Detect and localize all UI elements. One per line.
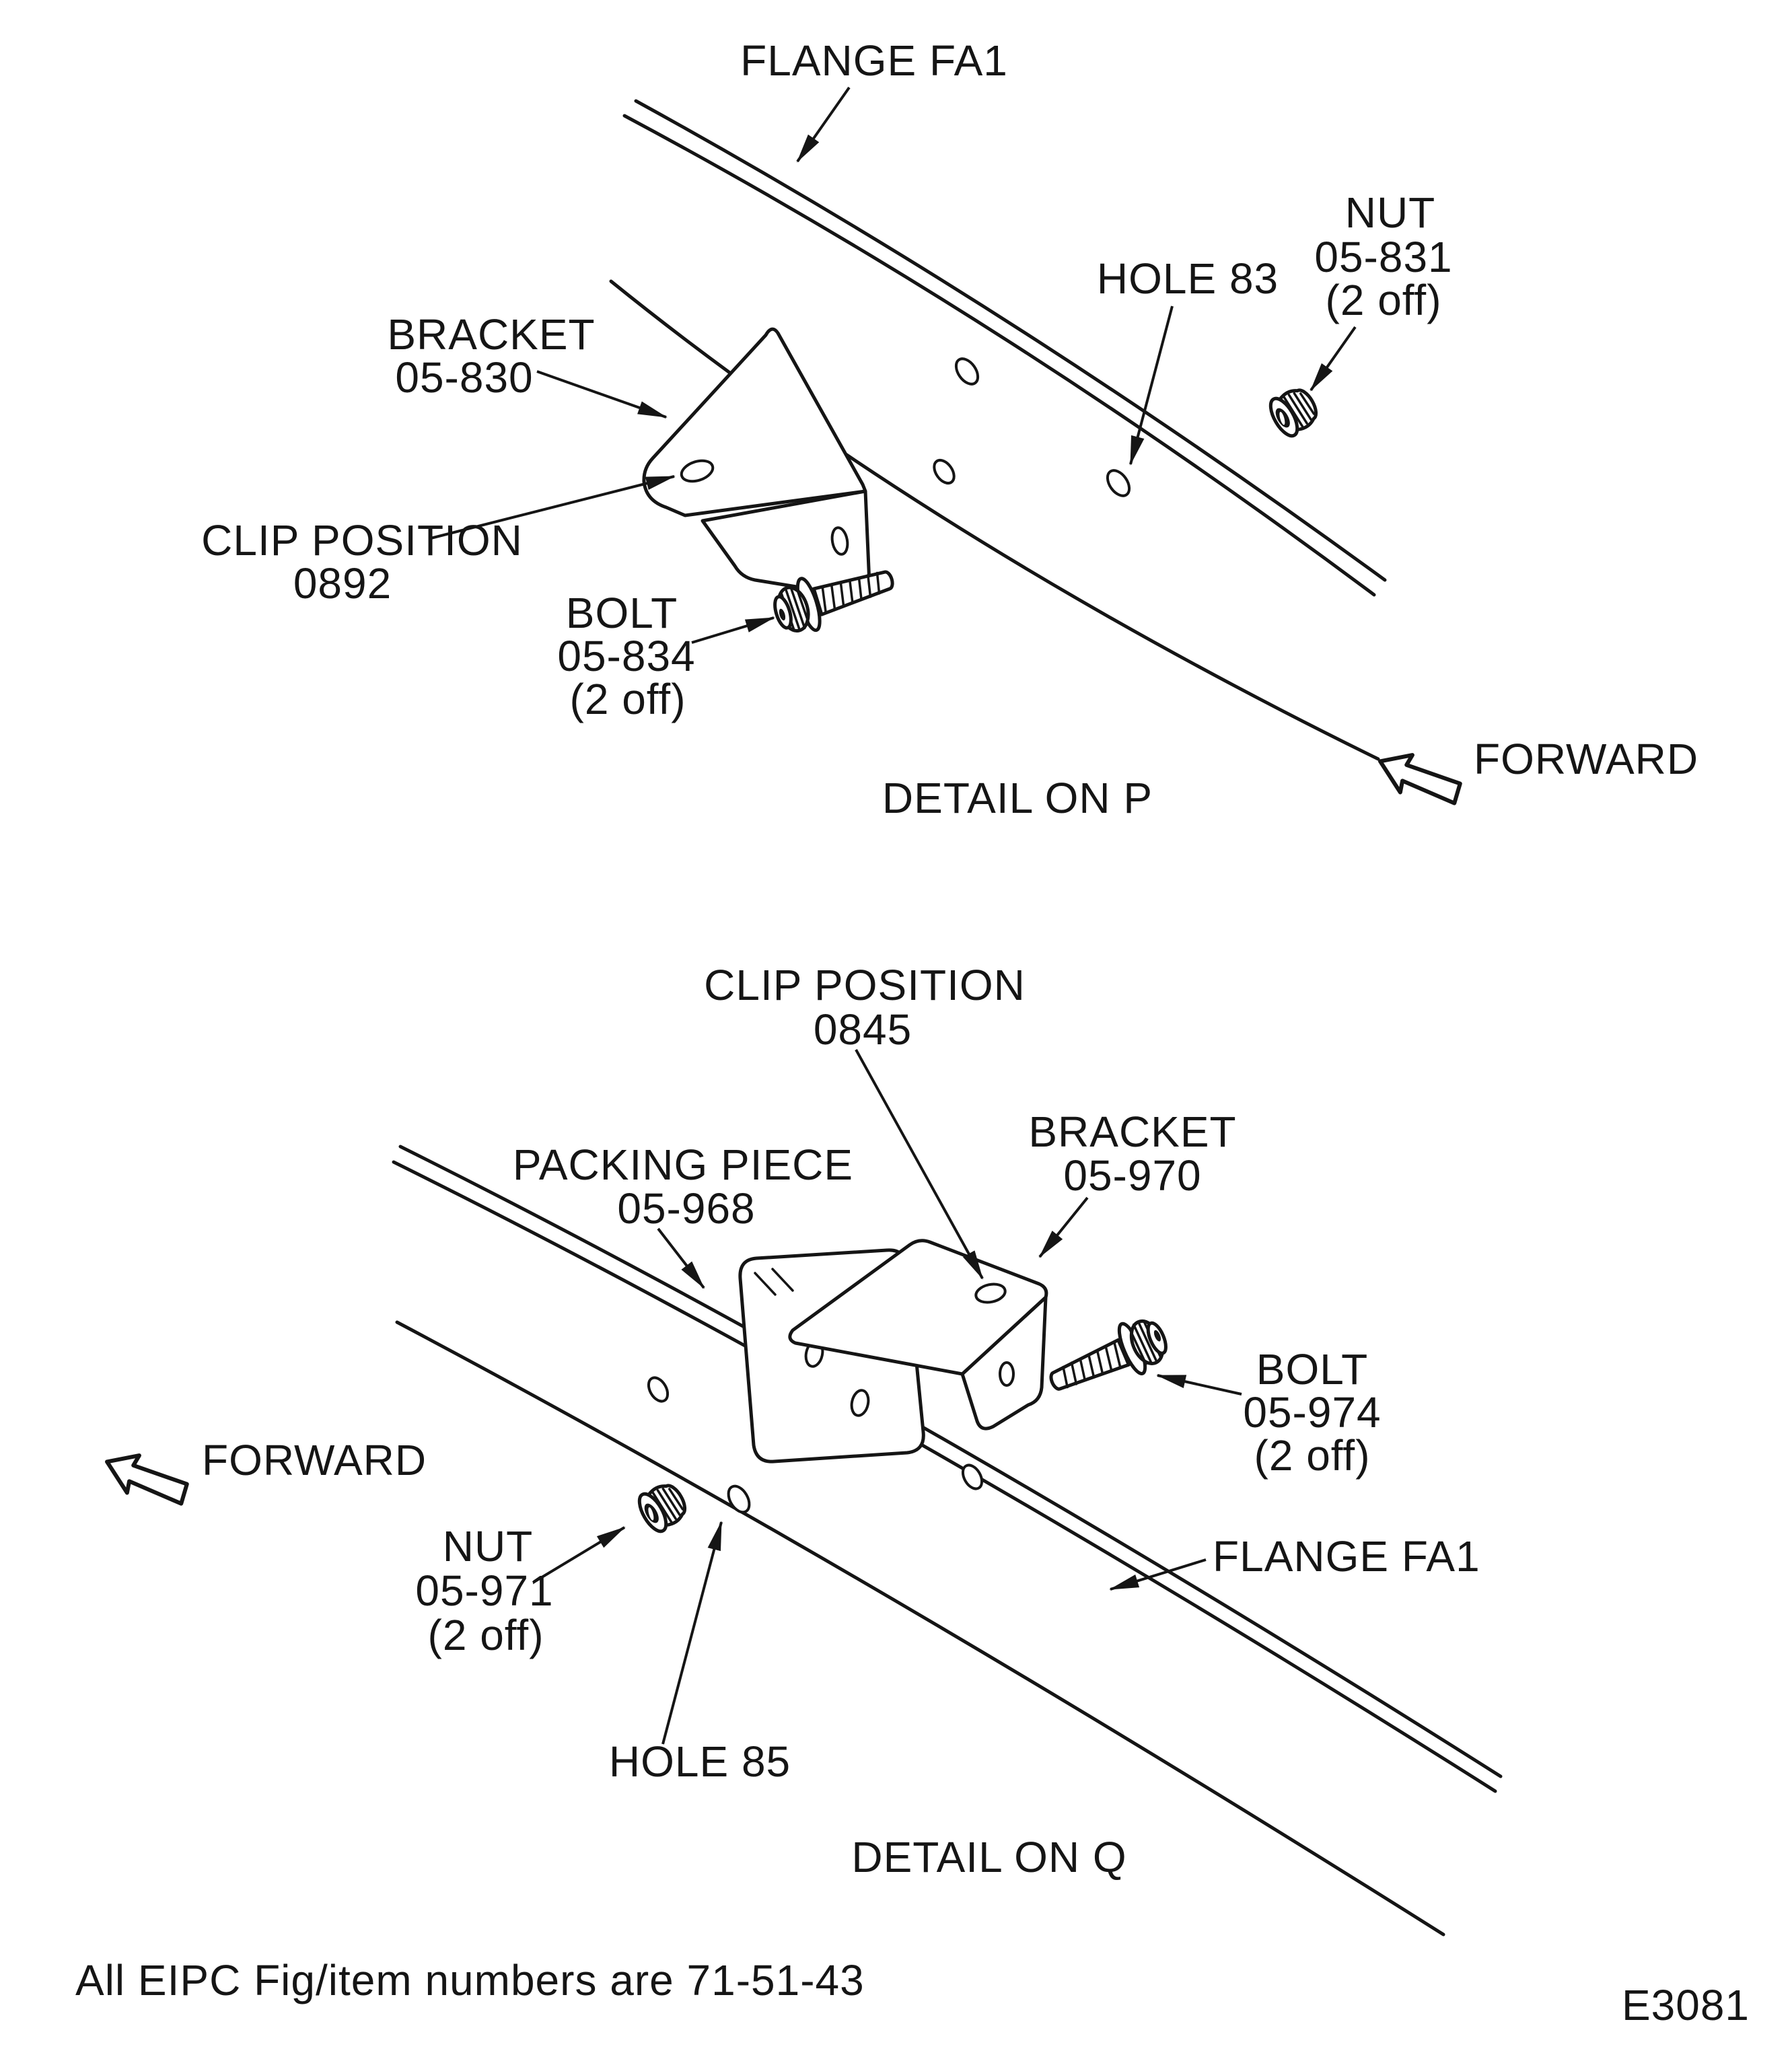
flange-leader-line bbox=[796, 86, 851, 163]
clip-position-hole bbox=[974, 1282, 1007, 1304]
flange-label: FLANGE FA1 bbox=[740, 36, 1008, 85]
nut-drawing bbox=[637, 1484, 687, 1533]
bolt-head-slot bbox=[779, 608, 786, 621]
nut-hole-highlight bbox=[648, 1507, 654, 1521]
hole-83-label: HOLE 83 bbox=[1097, 254, 1279, 303]
flange-rivet-hole bbox=[647, 1376, 670, 1403]
bracket-tab-hole bbox=[830, 526, 849, 556]
bracket-leader-line bbox=[536, 370, 668, 419]
hole-85-hole bbox=[727, 1484, 751, 1514]
bracket-label-line1: BRACKET bbox=[1028, 1108, 1236, 1156]
forward-label: FORWARD bbox=[202, 1436, 427, 1484]
flange-inner-edge bbox=[609, 279, 1380, 761]
detail-p: FLANGE FA1 BRACKET 05-830 CLIP POSITION … bbox=[201, 36, 1698, 822]
bolt-leader-line bbox=[1156, 1374, 1242, 1396]
bolt-label-line1: BOLT bbox=[1256, 1345, 1368, 1394]
nut-label-line3: (2 off) bbox=[428, 1611, 544, 1659]
clip-position-label-line1: CLIP POSITION bbox=[704, 961, 1026, 1009]
bracket-leader-line bbox=[1038, 1196, 1089, 1258]
nut-leader-line bbox=[532, 1526, 626, 1584]
hole-85-leader-line bbox=[661, 1521, 723, 1745]
detail-q: CLIP POSITION 0845 PACKING PIECE 05-968 … bbox=[105, 961, 1503, 1937]
bolt-label-line2: 05-974 bbox=[1243, 1388, 1381, 1437]
flange-rivet-hole bbox=[933, 458, 956, 485]
detail-q-title: DETAIL ON Q bbox=[851, 1833, 1126, 1881]
packing-piece-hole bbox=[850, 1389, 870, 1417]
nut-leader-line bbox=[1310, 326, 1357, 392]
clip-position-label-line2: 0892 bbox=[293, 559, 392, 608]
detail-p-title: DETAIL ON P bbox=[882, 774, 1153, 822]
bolt-leader-line bbox=[691, 616, 775, 644]
packing-piece-surface-hatches bbox=[754, 1268, 794, 1296]
forward-arrow-icon bbox=[1378, 753, 1462, 805]
bracket-label-line2: 05-970 bbox=[1063, 1151, 1201, 1200]
bracket-label-line2: 05-830 bbox=[395, 353, 533, 402]
hole-83-hole bbox=[1106, 469, 1131, 497]
bolt-head-slot bbox=[1153, 1330, 1161, 1342]
clip-position-leader-line bbox=[855, 1049, 984, 1280]
forward-arrow-icon bbox=[105, 1453, 189, 1506]
flange-label: FLANGE FA1 bbox=[1213, 1532, 1480, 1581]
flange-outer-edge-line1 bbox=[634, 99, 1387, 582]
bracket-label-line1: BRACKET bbox=[387, 310, 595, 359]
flange-rivet-hole bbox=[961, 1463, 984, 1490]
hole-83-leader-line bbox=[1129, 305, 1174, 466]
eipc-note: All EIPC Fig/item numbers are 71-51-43 bbox=[75, 1956, 865, 2004]
clip-position-label-line1: CLIP POSITION bbox=[201, 516, 523, 565]
bolt-label-line3: (2 off) bbox=[570, 675, 686, 723]
bolt-thread-hatches bbox=[821, 571, 881, 614]
nut-label-line2: 05-831 bbox=[1314, 233, 1452, 281]
hole-85-label: HOLE 85 bbox=[609, 1737, 791, 1786]
bolt-thread-hatches bbox=[1062, 1342, 1122, 1389]
forward-label: FORWARD bbox=[1474, 735, 1698, 783]
packing-piece-label-line2: 05-968 bbox=[617, 1184, 755, 1233]
nut-barrel-hatches bbox=[1283, 392, 1316, 428]
nut-label-line2: 05-971 bbox=[415, 1566, 553, 1615]
clip-position-leader-line bbox=[430, 475, 676, 540]
nut-label-line3: (2 off) bbox=[1326, 276, 1442, 324]
nut-label-line1: NUT bbox=[1345, 188, 1436, 237]
bolt-drawing bbox=[1049, 1319, 1168, 1391]
flange-outer-edge-line2 bbox=[622, 114, 1376, 597]
bolt-label-line3: (2 off) bbox=[1254, 1431, 1371, 1480]
bracket-outline bbox=[642, 327, 867, 517]
clip-position-label-line2: 0845 bbox=[814, 1005, 912, 1054]
bolt-drawing bbox=[773, 570, 894, 632]
flange-inner-edge bbox=[395, 1320, 1445, 1937]
flange-leader-line bbox=[1109, 1558, 1207, 1591]
nut-hole-highlight bbox=[1279, 412, 1285, 425]
bracket-tab-hole bbox=[999, 1361, 1015, 1387]
flange-rivet-hole bbox=[954, 357, 980, 386]
nut-drawing bbox=[1268, 388, 1318, 438]
clip-position-hole bbox=[680, 459, 715, 483]
figure-code: E3081 bbox=[1622, 1981, 1750, 2029]
bolt-label-line2: 05-834 bbox=[557, 632, 695, 680]
nut-label-line1: NUT bbox=[443, 1522, 534, 1570]
packing-piece-label-line1: PACKING PIECE bbox=[513, 1141, 853, 1189]
packing-piece-leader-line bbox=[657, 1227, 705, 1289]
bolt-label-line1: BOLT bbox=[566, 589, 678, 637]
